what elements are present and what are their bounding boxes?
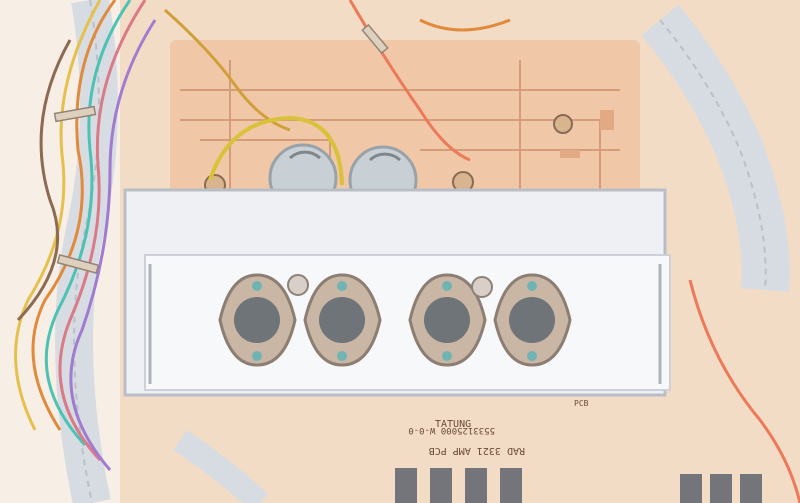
- power-transistor-3: [408, 273, 487, 367]
- cable-ties: [53, 23, 389, 274]
- heatsink: [123, 188, 671, 397]
- wire-bundle: [14, 0, 800, 503]
- ribbon-cable-bottom: [173, 430, 269, 503]
- ribbon-cable-right: [641, 4, 790, 292]
- yellow-wire: [208, 115, 344, 186]
- driver-transistors: [287, 274, 493, 298]
- code-label: 5533125000 W-0-0: [408, 425, 495, 435]
- part-number-label: RAD 3321 AMP PCB: [429, 445, 525, 456]
- pcb-small-label: PCB: [574, 399, 589, 408]
- power-transistor-4: [493, 273, 572, 367]
- power-transistor-2: [303, 273, 382, 367]
- brand-label: TATUNG: [435, 419, 471, 430]
- trimmer-top: [553, 114, 573, 134]
- pcb-silkscreen: TATUNG RAD 3321 AMP PCB 5533125000 W-0-0…: [408, 399, 588, 456]
- power-transistor-1: [218, 273, 297, 367]
- bottom-connectors: [395, 468, 762, 503]
